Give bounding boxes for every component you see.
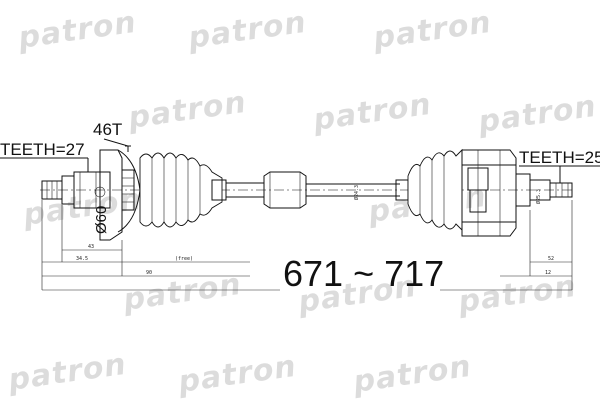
- watermark: patron: [185, 5, 309, 56]
- shaft: [226, 171, 400, 209]
- watermark: patron: [125, 85, 249, 136]
- dim-shaft-right: Ø25.3: [535, 189, 542, 204]
- watermark: patron: [175, 349, 299, 400]
- watermark: patron: [310, 87, 434, 138]
- watermark: patron: [475, 89, 599, 140]
- watermark-group: patron patron patron patron patron patro…: [5, 5, 599, 400]
- dim-center-free: (free): [175, 256, 193, 262]
- labels: TEETH=27 46T TEETH=25 Ø60 671 ~ 717: [0, 120, 600, 294]
- watermark: patron: [5, 347, 129, 398]
- watermark: patron: [350, 349, 474, 400]
- dimension-lines: 43 34.5 (free) 90 52 12 Ø24.3 Ø25.3: [41, 185, 573, 291]
- watermark: patron: [20, 182, 144, 233]
- dim-right-a: 52: [548, 256, 554, 262]
- right-tripod-joint: [461, 149, 573, 237]
- left-teeth-label: TEETH=27: [0, 140, 85, 159]
- length-range-label: 671 ~ 717: [283, 253, 444, 294]
- dim-left-offset: 43: [88, 244, 94, 250]
- watermark: patron: [370, 5, 494, 56]
- abs-diameter-label: Ø60: [93, 206, 110, 234]
- dim-right-b: 12: [545, 270, 551, 276]
- right-teeth-label: TEETH=25: [519, 148, 600, 167]
- watermark: patron: [120, 267, 244, 318]
- dim-shaft-left: Ø24.3: [353, 185, 360, 200]
- abs-teeth-label: 46T: [93, 120, 122, 139]
- watermark: patron: [15, 5, 139, 56]
- dim-left-tip: 34.5: [76, 256, 88, 262]
- watermark: patron: [455, 269, 579, 320]
- left-boot: [139, 152, 227, 228]
- dim-left-outer: 90: [146, 270, 152, 276]
